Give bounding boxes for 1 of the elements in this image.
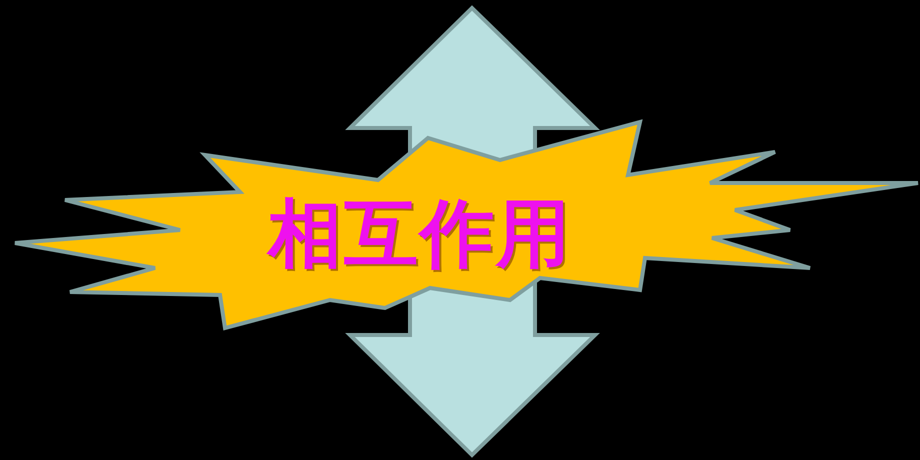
burst-label: 相互作用	[268, 190, 572, 279]
